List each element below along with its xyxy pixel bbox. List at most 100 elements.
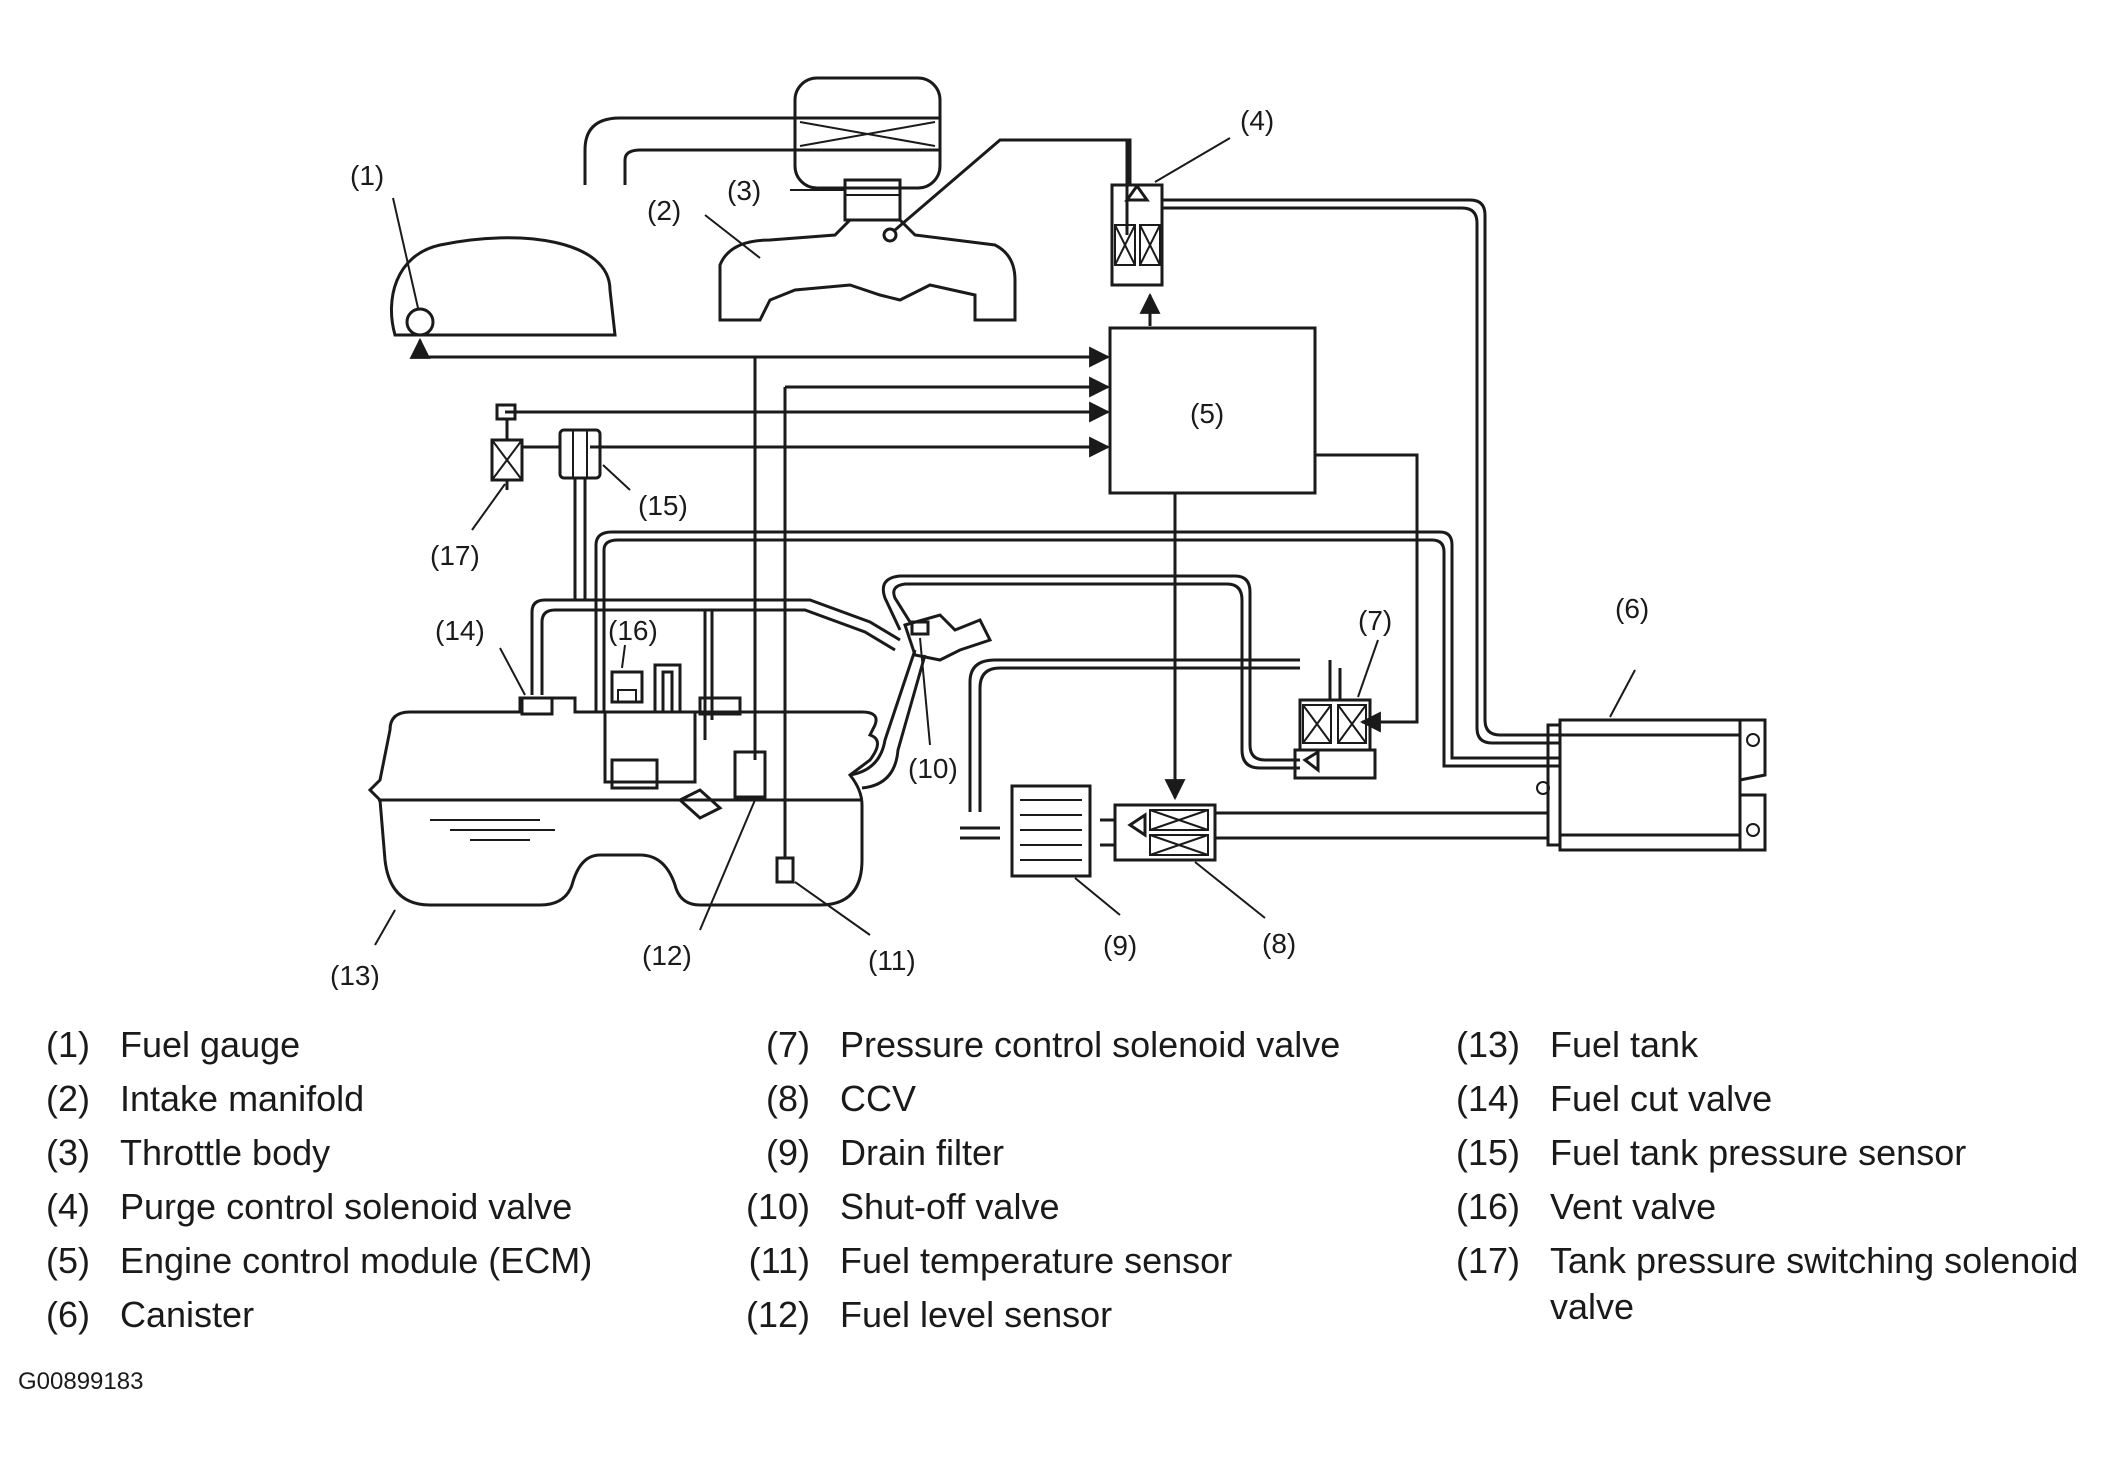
callout-17: (17) (430, 540, 480, 571)
legend-column-1: (1) Fuel gauge (2) Intake manifold (3) Thro… (0, 1018, 660, 1342)
legend-label: Engine control module (ECM) (120, 1240, 593, 1281)
legend-label: CCV (840, 1078, 917, 1119)
legend-item: (8) CCV (720, 1072, 1380, 1126)
legend-label: Fuel cut valve (1550, 1078, 1773, 1119)
legend-number: (2) (46, 1078, 90, 1119)
callout-2: (2) (647, 195, 681, 226)
legend-label: Tank pressure switching solenoid valve (1550, 1240, 2079, 1327)
legend-label: Fuel temperature sensor (840, 1240, 1233, 1281)
shut-off-valve (910, 620, 931, 746)
fuel-gauge (389, 197, 617, 337)
callout-11: (11) (868, 945, 916, 976)
fuel-level-sensor (677, 750, 767, 931)
evap-system-diagram: (1) (2) (3) (4) (5) (6) (7) (8) (9) (10)… (330, 76, 1767, 990)
legend-item: (17) Tank pressure switching solenoid val… (1430, 1234, 2110, 1334)
legend-item: (15) Fuel tank pressure sensor (1430, 1126, 2110, 1180)
legend-number: (1) (46, 1024, 90, 1065)
callout-13: (13) (330, 960, 380, 990)
legend-number: (4) (46, 1186, 90, 1227)
legend-item: (12) Fuel level sensor (720, 1288, 1380, 1342)
purge-to-canister-line (1162, 198, 1560, 737)
figure-code: G00899183 (18, 1368, 144, 1395)
pressure-control-solenoid-valve (968, 639, 1379, 812)
legend-column-3: (13) Fuel tank (14) Fuel cut valve (15) Fue… (1430, 1018, 2110, 1334)
legend-item: (3) Throttle body (0, 1126, 660, 1180)
fuel-cut-valve (499, 647, 554, 716)
legend-label: Vent valve (1550, 1186, 1717, 1227)
legend-number: (16) (1455, 1186, 1520, 1227)
drain-filter (1010, 784, 1121, 916)
vent-line (881, 574, 1300, 770)
tank-pressure-switching-solenoid-valve (471, 403, 560, 531)
intake-manifold (704, 214, 1017, 322)
filler-neck (849, 613, 993, 790)
callout-15: (15) (638, 490, 688, 521)
callout-9: (9) (1103, 930, 1137, 961)
legend-item: (5) Engine control module (ECM) (0, 1234, 660, 1288)
legend-number: (14) (1455, 1078, 1520, 1119)
legend-label: Fuel gauge (120, 1024, 301, 1065)
legend-label: Canister (120, 1294, 255, 1335)
legend-number: (8) (766, 1078, 810, 1119)
legend-number: (13) (1455, 1024, 1520, 1065)
air-cleaner (583, 76, 942, 190)
legend-number: (10) (745, 1186, 810, 1227)
legend-item: (9) Drain filter (720, 1126, 1380, 1180)
callout-5: (5) (1190, 398, 1224, 429)
legend-label: Shut-off valve (840, 1186, 1060, 1227)
ecm (1108, 292, 1317, 495)
legend-label: Fuel level sensor (840, 1294, 1113, 1335)
evaporation-line (594, 530, 1560, 768)
callout-14: (14) (435, 615, 485, 646)
fuel-tank (367, 696, 879, 946)
callout-4: (4) (1240, 105, 1274, 136)
legend-label: Intake manifold (120, 1078, 365, 1119)
legend-item: (14) Fuel cut valve (1430, 1072, 2110, 1126)
drain-line (960, 811, 1548, 847)
legend-number: (17) (1455, 1240, 1520, 1281)
purge-to-canister-line-inner (1162, 206, 1560, 745)
legend-item: (6) Canister (0, 1288, 660, 1342)
legend-number: (11) (748, 1240, 810, 1281)
fuel-pump-assembly (603, 663, 742, 790)
legend-item: (7) Pressure control solenoid valve (720, 1018, 1380, 1072)
legend-item: (1) Fuel gauge (0, 1018, 660, 1072)
callout-16: (16) (608, 615, 658, 646)
legend-number: (12) (745, 1294, 810, 1335)
legend-number: (9) (766, 1132, 810, 1173)
fuel-tank-pressure-sensor (558, 428, 631, 600)
callout-3: (3) (727, 175, 761, 206)
legend-item: (2) Intake manifold (0, 1072, 660, 1126)
callout-10: (10) (908, 753, 958, 784)
legend-number: (3) (46, 1132, 90, 1173)
ccv (1113, 803, 1266, 919)
legend-column-2: (7) Pressure control solenoid valve (8) CC… (720, 1018, 1380, 1342)
legend-label: Pressure control solenoid valve (840, 1024, 1341, 1065)
purge-line (882, 138, 1132, 243)
vent-valve (610, 644, 644, 704)
legend-label: Drain filter (840, 1132, 1005, 1173)
legend-item: (10) Shut-off valve (720, 1180, 1380, 1234)
fuel-cut-valve-line (530, 598, 901, 720)
legend-label: Throttle body (120, 1132, 331, 1173)
ecm-signal-lines (409, 337, 1111, 858)
callout-6: (6) (1615, 593, 1649, 624)
callout-1: (1) (350, 160, 384, 191)
legend-item: (4) Purge control solenoid valve (0, 1180, 660, 1234)
callout-7: (7) (1358, 605, 1392, 636)
legend-number: (5) (46, 1240, 90, 1281)
legend-number: (6) (46, 1294, 90, 1335)
fuel-temperature-sensor (775, 856, 871, 936)
legend-label: Fuel tank pressure sensor (1550, 1132, 1967, 1173)
legend-item: (13) Fuel tank (1430, 1018, 2110, 1072)
purge-control-solenoid-valve (1110, 137, 1231, 287)
legend-label: Purge control solenoid valve (120, 1186, 573, 1227)
callout-12: (12) (642, 940, 692, 971)
callout-8: (8) (1262, 928, 1296, 959)
legend-label: Fuel tank (1550, 1024, 1699, 1065)
legend-number: (7) (766, 1024, 810, 1065)
canister (1536, 669, 1767, 852)
legend-item: (11) Fuel temperature sensor (720, 1234, 1380, 1288)
legend-item: (16) Vent valve (1430, 1180, 2110, 1234)
legend-number: (15) (1455, 1132, 1520, 1173)
